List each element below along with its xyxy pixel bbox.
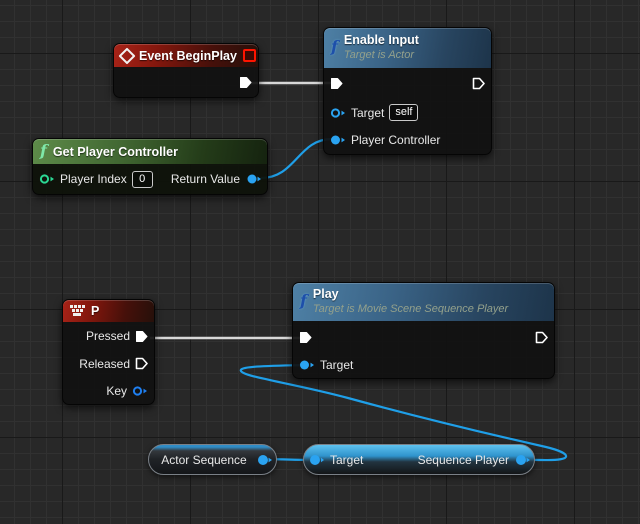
pin-label-key: Key: [106, 383, 127, 398]
function-icon: f: [331, 37, 338, 56]
target-pin[interactable]: [330, 107, 346, 119]
node-actor-sequence[interactable]: Actor Sequence: [148, 444, 277, 475]
pin-label-sequence-player: Sequence Player: [417, 452, 509, 467]
target-in-pin[interactable]: [309, 454, 325, 466]
player-controller-pin[interactable]: [330, 134, 346, 146]
released-exec-pin[interactable]: [135, 357, 148, 370]
event-icon: [118, 47, 136, 64]
pin-label-target: Target: [320, 358, 354, 372]
node-get-sequence-player[interactable]: Target Sequence Player: [303, 444, 535, 475]
player-index-box[interactable]: 0: [131, 170, 153, 188]
target-pin[interactable]: [299, 359, 315, 371]
pin-label-return-value: Return Value: [170, 172, 240, 186]
variable-label: Actor Sequence: [161, 452, 247, 467]
get-player-controller-header[interactable]: f Get Player Controller: [33, 139, 267, 164]
event-beginplay-header[interactable]: Event BeginPlay: [114, 44, 258, 67]
red-square-icon: [242, 49, 256, 62]
node-play[interactable]: f Play Target is Movie Scene Sequence Pl…: [292, 282, 555, 379]
data-wire-returnvalue-playercontroller: [260, 137, 333, 180]
player-index-pin[interactable]: [39, 173, 55, 185]
pin-label-target: Target: [330, 452, 364, 467]
node-enable-input[interactable]: f Enable Input Target is Actor Target se…: [323, 27, 492, 155]
node-title: Event BeginPlay: [139, 48, 237, 63]
pin-label-pressed: Pressed: [85, 329, 130, 343]
node-key-event-p[interactable]: P Pressed Released Key: [62, 299, 155, 405]
key-event-header[interactable]: P: [63, 300, 154, 322]
target-default-box[interactable]: self: [389, 104, 419, 121]
exec-in-pin[interactable]: [299, 331, 312, 344]
exec-out-pin[interactable]: [239, 76, 252, 89]
pin-label-player-index: Player Index: [60, 172, 127, 186]
return-value-pin[interactable]: [245, 173, 261, 185]
node-title: P: [91, 304, 100, 318]
node-title: Enable Input: [343, 33, 419, 48]
pin-label-player-controller: Player Controller: [351, 132, 441, 147]
exec-out-pin[interactable]: [472, 77, 485, 90]
sequence-player-out-pin[interactable]: [514, 454, 530, 466]
function-icon: f: [300, 291, 307, 310]
actor-sequence-out-pin[interactable]: [256, 454, 272, 466]
pin-label-target: Target: [351, 105, 385, 120]
node-subtitle: Target is Actor: [343, 48, 414, 61]
pressed-exec-pin[interactable]: [135, 330, 148, 343]
function-icon: f: [40, 140, 47, 160]
play-header[interactable]: f Play Target is Movie Scene Sequence Pl…: [293, 283, 554, 321]
enable-input-header[interactable]: f Enable Input Target is Actor: [324, 28, 491, 68]
exec-out-pin[interactable]: [535, 331, 548, 344]
key-pin[interactable]: [132, 385, 148, 397]
node-event-beginplay[interactable]: Event BeginPlay: [113, 43, 259, 98]
keyboard-icon: [70, 305, 85, 316]
node-subtitle: Target is Movie Scene Sequence Player: [312, 302, 509, 315]
node-get-player-controller[interactable]: f Get Player Controller Player Index 0 R…: [32, 138, 268, 195]
node-title: Get Player Controller: [52, 144, 178, 159]
node-title: Play: [312, 287, 339, 302]
pin-label-released: Released: [79, 356, 130, 371]
exec-in-pin[interactable]: [330, 77, 343, 90]
